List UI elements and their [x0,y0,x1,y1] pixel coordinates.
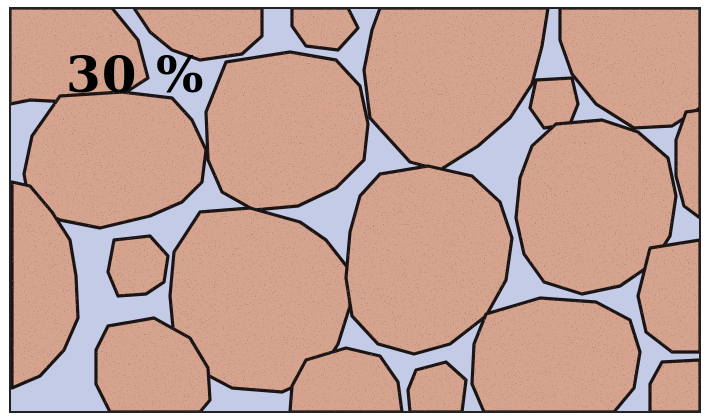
grain-stipple [472,298,640,412]
porosity-label: 30 % [66,50,205,100]
